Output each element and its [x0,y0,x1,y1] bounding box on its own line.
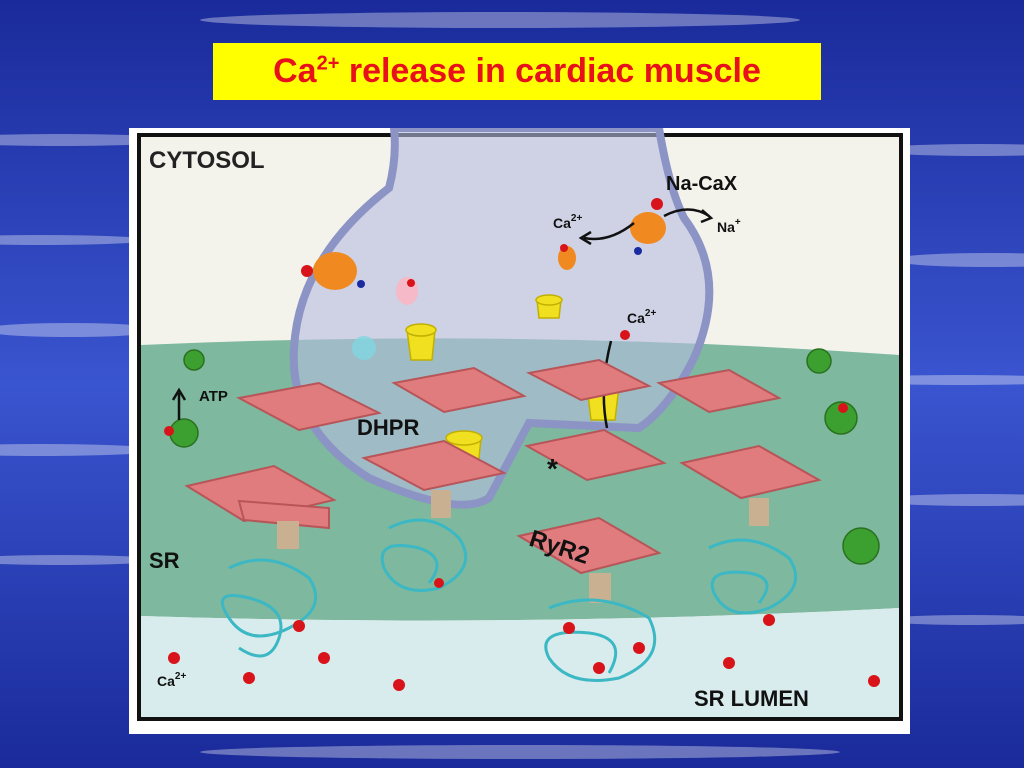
dhpr-channel-4-top [445,430,483,446]
label-ca-lumen: Ca2+ [157,671,186,689]
label-na-cax: Na-CaX [666,173,738,195]
ryr2-5-side [237,499,330,530]
dhpr-channel-2-top [405,323,437,337]
label-ca-lumen-main: Ca [157,673,175,689]
small-exchanger-ca [560,244,568,252]
left-exchanger [313,252,357,290]
exchanger-ca [651,198,663,210]
dhpr-channel-1-top [535,294,563,306]
ca-ion [318,652,330,664]
title-ca: Ca [273,52,317,90]
ca-ion [434,578,444,588]
ryr2-7 [524,428,667,482]
sr-lumen [141,608,899,717]
title-box: Ca2+ release in cardiac muscle [213,43,821,100]
na-in-arrowhead [700,209,714,224]
label-sr-lumen: SR LUMEN [694,686,809,711]
ca-ion [868,675,880,687]
ca-ion [563,622,575,634]
na-cax-exchanger [630,212,666,244]
label-ca-cytosol-main: Ca [627,310,645,326]
ryr2-8 [679,444,822,500]
serca-ca [838,403,848,413]
cyan-particle [352,336,376,360]
diagram-svg: CYTOSOL Na-CaX Ca2+ Na+ Ca2+ ATP DHPR * … [129,124,910,734]
title-rest: release in cardiac muscle [339,52,761,90]
ca-out-arrow [583,222,635,241]
serca-pump-1 [169,418,199,448]
atp-arrowhead [171,387,187,401]
calsequestrin-2 [380,518,468,592]
label-na-sup: + [735,217,741,228]
ca-out-arrowhead [578,230,592,246]
ryr2-stalk-1 [277,521,299,549]
ryr2-stalk-2 [431,490,451,518]
pink-exchanger [396,277,418,305]
calsequestrin-1 [220,558,318,658]
label-ca-cytosol-sup: 2+ [645,308,657,319]
free-ca-ion [620,330,630,340]
calcium-release-diagram: CYTOSOL Na-CaX Ca2+ Na+ Ca2+ ATP DHPR * … [129,124,910,734]
ca-ion [243,672,255,684]
label-atp: ATP [199,388,228,405]
small-exchanger [558,246,576,270]
label-ca-exchanger: Ca2+ [553,213,582,231]
label-na: Na+ [717,217,741,235]
ca-ion [723,657,735,669]
exchanger-na [634,247,642,255]
serca-pump-4 [806,348,832,374]
calsequestrin-4 [708,538,798,615]
label-dhpr: DHPR [357,415,419,440]
ryr2-4 [656,368,782,414]
ca-ion [168,652,180,664]
serca-ca [164,426,174,436]
ryr2-stalk-4 [749,498,769,526]
label-na-main: Na [717,219,735,235]
ca-ion [293,620,305,632]
label-sr: SR [149,548,180,573]
ryr2-6 [361,439,507,492]
calsequestrin-3 [544,598,657,682]
left-exchanger-na [357,280,365,288]
ryr2-1 [236,381,383,432]
title-ca-charge: 2+ [316,52,340,75]
label-ca-cytosol: Ca2+ [627,308,656,326]
serca-pump-2 [183,349,205,371]
label-asterisk: * [547,453,558,484]
label-ca-lumen-sup: 2+ [175,671,187,682]
ryr2-stalk-3 [589,573,611,603]
label-ca-exchanger-sup: 2+ [571,213,583,224]
pink-exchanger-ca [407,279,415,287]
ca-ion [633,642,645,654]
ryr2-2 [391,366,527,414]
label-cytosol: CYTOSOL [149,147,265,174]
ryr2-9 [516,516,662,575]
ca-ion [763,614,775,626]
ca-ion [593,662,605,674]
slide-title: Ca2+ release in cardiac muscle [273,52,761,91]
left-exchanger-ca [301,265,313,277]
serca-pump-5 [842,527,880,565]
serca-pump-3 [824,401,858,435]
label-ca-exchanger-main: Ca [553,215,571,231]
ca-ion [393,679,405,691]
ryr2-3 [525,358,652,402]
